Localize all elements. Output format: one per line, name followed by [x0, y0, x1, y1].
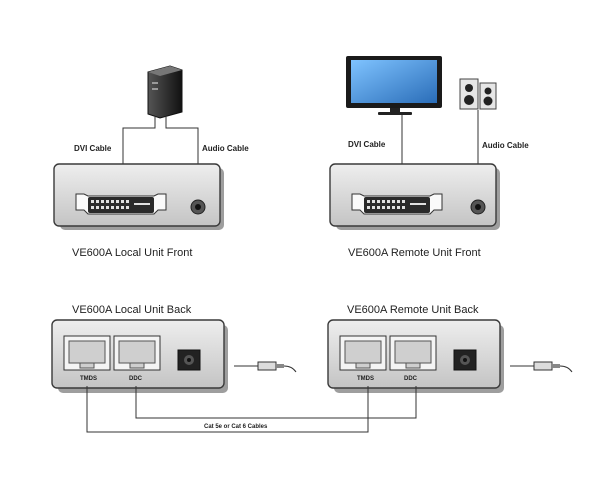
- rj45-port-icon: [63, 335, 111, 371]
- audio-jack-icon: [470, 199, 486, 215]
- rj45-port-icon: [113, 335, 161, 371]
- tower-computer-icon: [147, 65, 183, 119]
- dvi-port-icon: [351, 193, 443, 215]
- remote-back-caption: VE600A Remote Unit Back: [347, 304, 479, 316]
- remote-audio-cable-label: Audio Cable: [482, 141, 529, 150]
- flat-screen-monitor-icon: [346, 56, 442, 115]
- power-jack-icon: [453, 349, 477, 371]
- local-front-caption: VE600A Local Unit Front: [72, 247, 192, 259]
- remote-ddc-port-label: DDC: [404, 376, 418, 382]
- audio-jack-icon: [190, 199, 206, 215]
- local-unit-front: [53, 163, 224, 230]
- remote-front-caption: VE600A Remote Unit Front: [348, 247, 481, 259]
- audio-plug-icon: [234, 361, 297, 373]
- remote-dvi-cable-label: DVI Cable: [348, 140, 386, 149]
- cat-cable-note: Cat 5e or Cat 6 Cables: [204, 424, 268, 430]
- remote-unit-back: [327, 319, 504, 393]
- local-ddc-port-label: DDC: [129, 376, 143, 382]
- dvi-port-icon: [75, 193, 167, 215]
- speakers-icon: [459, 78, 497, 110]
- audio-plug-icon: [510, 361, 573, 373]
- remote-unit-front: [329, 163, 500, 230]
- local-back-caption: VE600A Local Unit Back: [72, 304, 192, 316]
- rj45-port-icon: [339, 335, 387, 371]
- rj45-port-icon: [389, 335, 437, 371]
- local-audio-cable-label: Audio Cable: [202, 144, 249, 153]
- local-dvi-cable-label: DVI Cable: [74, 144, 112, 153]
- local-unit-back: [51, 319, 228, 393]
- cat-cable-lines: [86, 386, 417, 433]
- power-jack-icon: [177, 349, 201, 371]
- local-tmds-port-label: TMDS: [80, 376, 97, 382]
- remote-tmds-port-label: TMDS: [357, 376, 374, 382]
